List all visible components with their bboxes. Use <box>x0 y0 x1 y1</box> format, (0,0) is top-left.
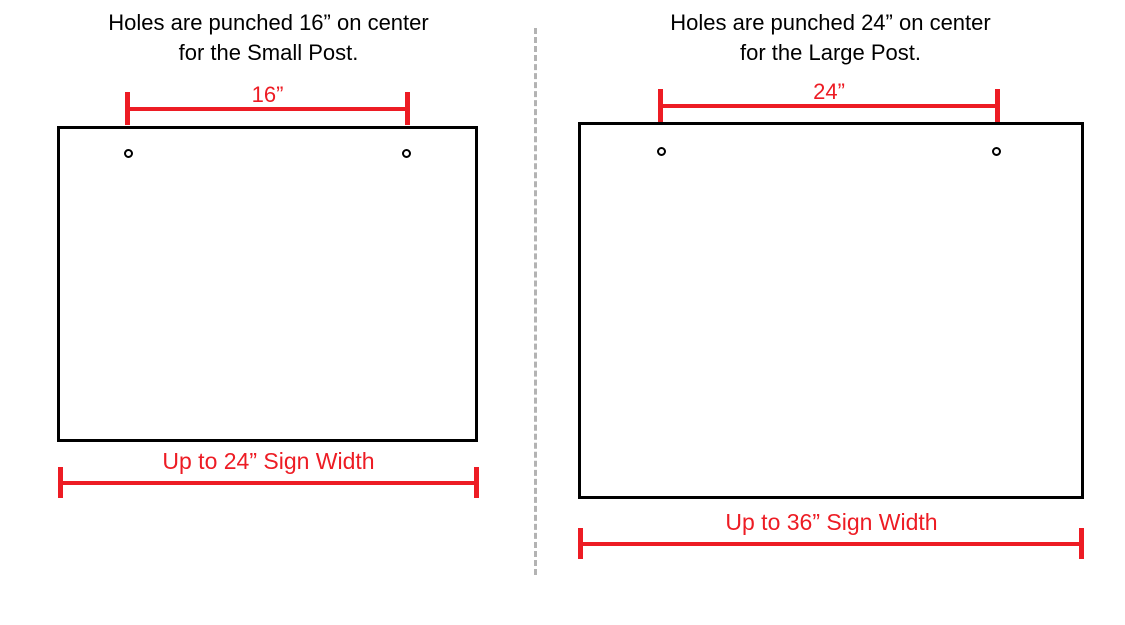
hole-spacing-label-small-post: 16” <box>251 82 284 107</box>
dimension-cap-right <box>474 467 479 498</box>
dimension-cap-right <box>1079 528 1084 559</box>
heading-line-1: Holes are punched 24” on center <box>670 10 991 35</box>
dimension-bar <box>578 541 1084 546</box>
sign-width-dimension-small-post <box>58 467 479 498</box>
dimension-bar <box>58 480 479 485</box>
hole-spacing-label-large-post: 24” <box>813 79 845 104</box>
heading-line-2: for the Small Post. <box>178 40 359 65</box>
dimension-cap-left <box>578 528 583 559</box>
sign-width-dimension-large-post <box>578 528 1084 559</box>
heading-line-1: Holes are punched 16” on center <box>108 10 429 35</box>
punched-hole-right <box>992 147 1001 156</box>
sign-width-label-large-post: Up to 36” Sign Width <box>725 509 938 535</box>
dimension-bar <box>125 106 410 111</box>
dimension-cap-left <box>658 89 663 122</box>
heading-line-2: for the Large Post. <box>740 40 921 65</box>
hole-spacing-dimension-large-post <box>658 89 1000 122</box>
dimension-cap-left <box>58 467 63 498</box>
panel-heading-large-post: Holes are punched 24” on center for the L… <box>638 8 1023 68</box>
punched-hole-left <box>124 149 133 158</box>
punched-hole-left <box>657 147 666 156</box>
punched-hole-right <box>402 149 411 158</box>
panel-heading-small-post: Holes are punched 16” on center for the S… <box>76 8 461 68</box>
sign-plate-large-post <box>578 122 1084 499</box>
hole-spacing-dimension-small-post <box>125 92 410 125</box>
sign-plate-small-post <box>57 126 478 442</box>
dimension-cap-right <box>405 92 410 125</box>
dimension-cap-left <box>125 92 130 125</box>
sign-width-label-small-post: Up to 24” Sign Width <box>162 448 375 474</box>
dimension-bar <box>658 103 1000 108</box>
panel-divider <box>534 28 537 575</box>
dimension-cap-right <box>995 89 1000 122</box>
